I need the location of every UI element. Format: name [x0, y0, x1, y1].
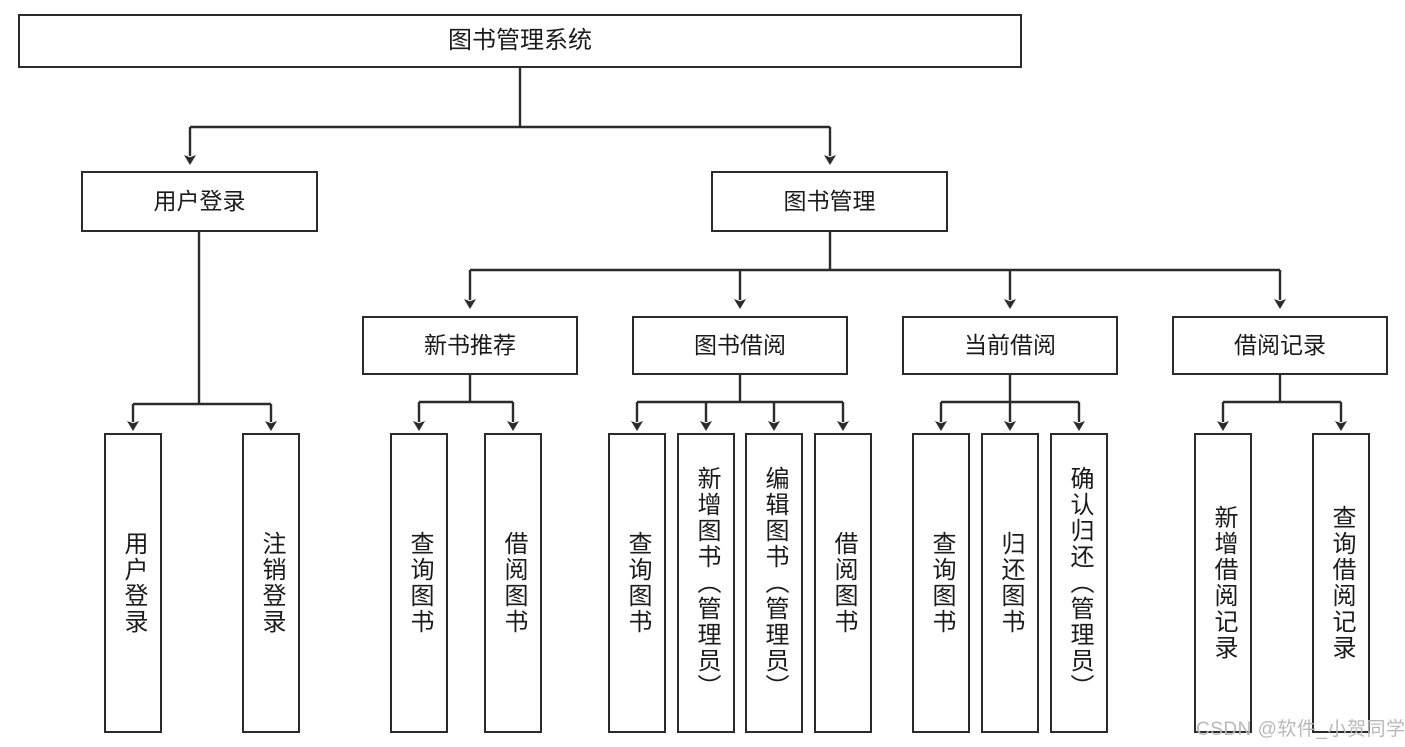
node-label: 新书推荐: [424, 331, 516, 358]
leaf-new-book-borrow[interactable]: 借阅图书: [484, 433, 542, 733]
node-label: 新增图书（管理员）: [693, 466, 720, 700]
csdn-watermark: CSDN @软件_小贺同学: [1196, 719, 1405, 740]
node-current-borrow[interactable]: 当前借阅: [902, 316, 1118, 375]
leaf-borrow-borrow-book[interactable]: 借阅图书: [814, 433, 872, 733]
node-label: 归还图书: [997, 531, 1024, 635]
leaf-current-return-book[interactable]: 归还图书: [981, 433, 1039, 733]
node-label: 借阅记录: [1234, 331, 1326, 358]
node-root-system[interactable]: 图书管理系统: [18, 14, 1022, 68]
node-label: 查询图书: [624, 531, 651, 635]
node-user-login[interactable]: 用户登录: [81, 171, 318, 232]
leaf-current-query-book[interactable]: 查询图书: [912, 433, 970, 733]
node-label: 用户登录: [120, 531, 147, 635]
leaf-borrow-query-book[interactable]: 查询图书: [608, 433, 666, 733]
node-book-borrow[interactable]: 图书借阅: [632, 316, 848, 375]
node-label: 编辑图书（管理员）: [761, 466, 788, 700]
node-label: 图书借阅: [694, 331, 786, 358]
node-label: 查询图书: [928, 531, 955, 635]
node-label: 借阅图书: [830, 531, 857, 635]
leaf-borrow-add-book[interactable]: 新增图书（管理员）: [677, 433, 735, 733]
node-label: 图书管理系统: [448, 26, 592, 54]
node-label: 图书管理: [783, 187, 876, 214]
node-label: 确认归还（管理员）: [1066, 466, 1093, 700]
node-label: 用户登录: [153, 187, 246, 214]
leaf-borrow-edit-book[interactable]: 编辑图书（管理员）: [745, 433, 803, 733]
node-book-management[interactable]: 图书管理: [711, 171, 948, 232]
node-label: 查询图书: [406, 531, 433, 635]
leaf-record-add[interactable]: 新增借阅记录: [1194, 433, 1252, 733]
node-label: 新增借阅记录: [1210, 505, 1237, 661]
leaf-current-confirm-return[interactable]: 确认归还（管理员）: [1050, 433, 1108, 733]
leaf-new-book-query[interactable]: 查询图书: [390, 433, 448, 733]
node-borrow-record[interactable]: 借阅记录: [1172, 316, 1388, 375]
leaf-record-query[interactable]: 查询借阅记录: [1312, 433, 1370, 733]
node-label: 当前借阅: [964, 331, 1056, 358]
node-new-book-recommend[interactable]: 新书推荐: [362, 316, 578, 375]
leaf-user-login-signout[interactable]: 注销登录: [242, 433, 300, 733]
node-label: 借阅图书: [500, 531, 527, 635]
leaf-user-login-signin[interactable]: 用户登录: [104, 433, 162, 733]
node-label: 查询借阅记录: [1328, 505, 1355, 661]
node-label: 注销登录: [258, 531, 285, 635]
